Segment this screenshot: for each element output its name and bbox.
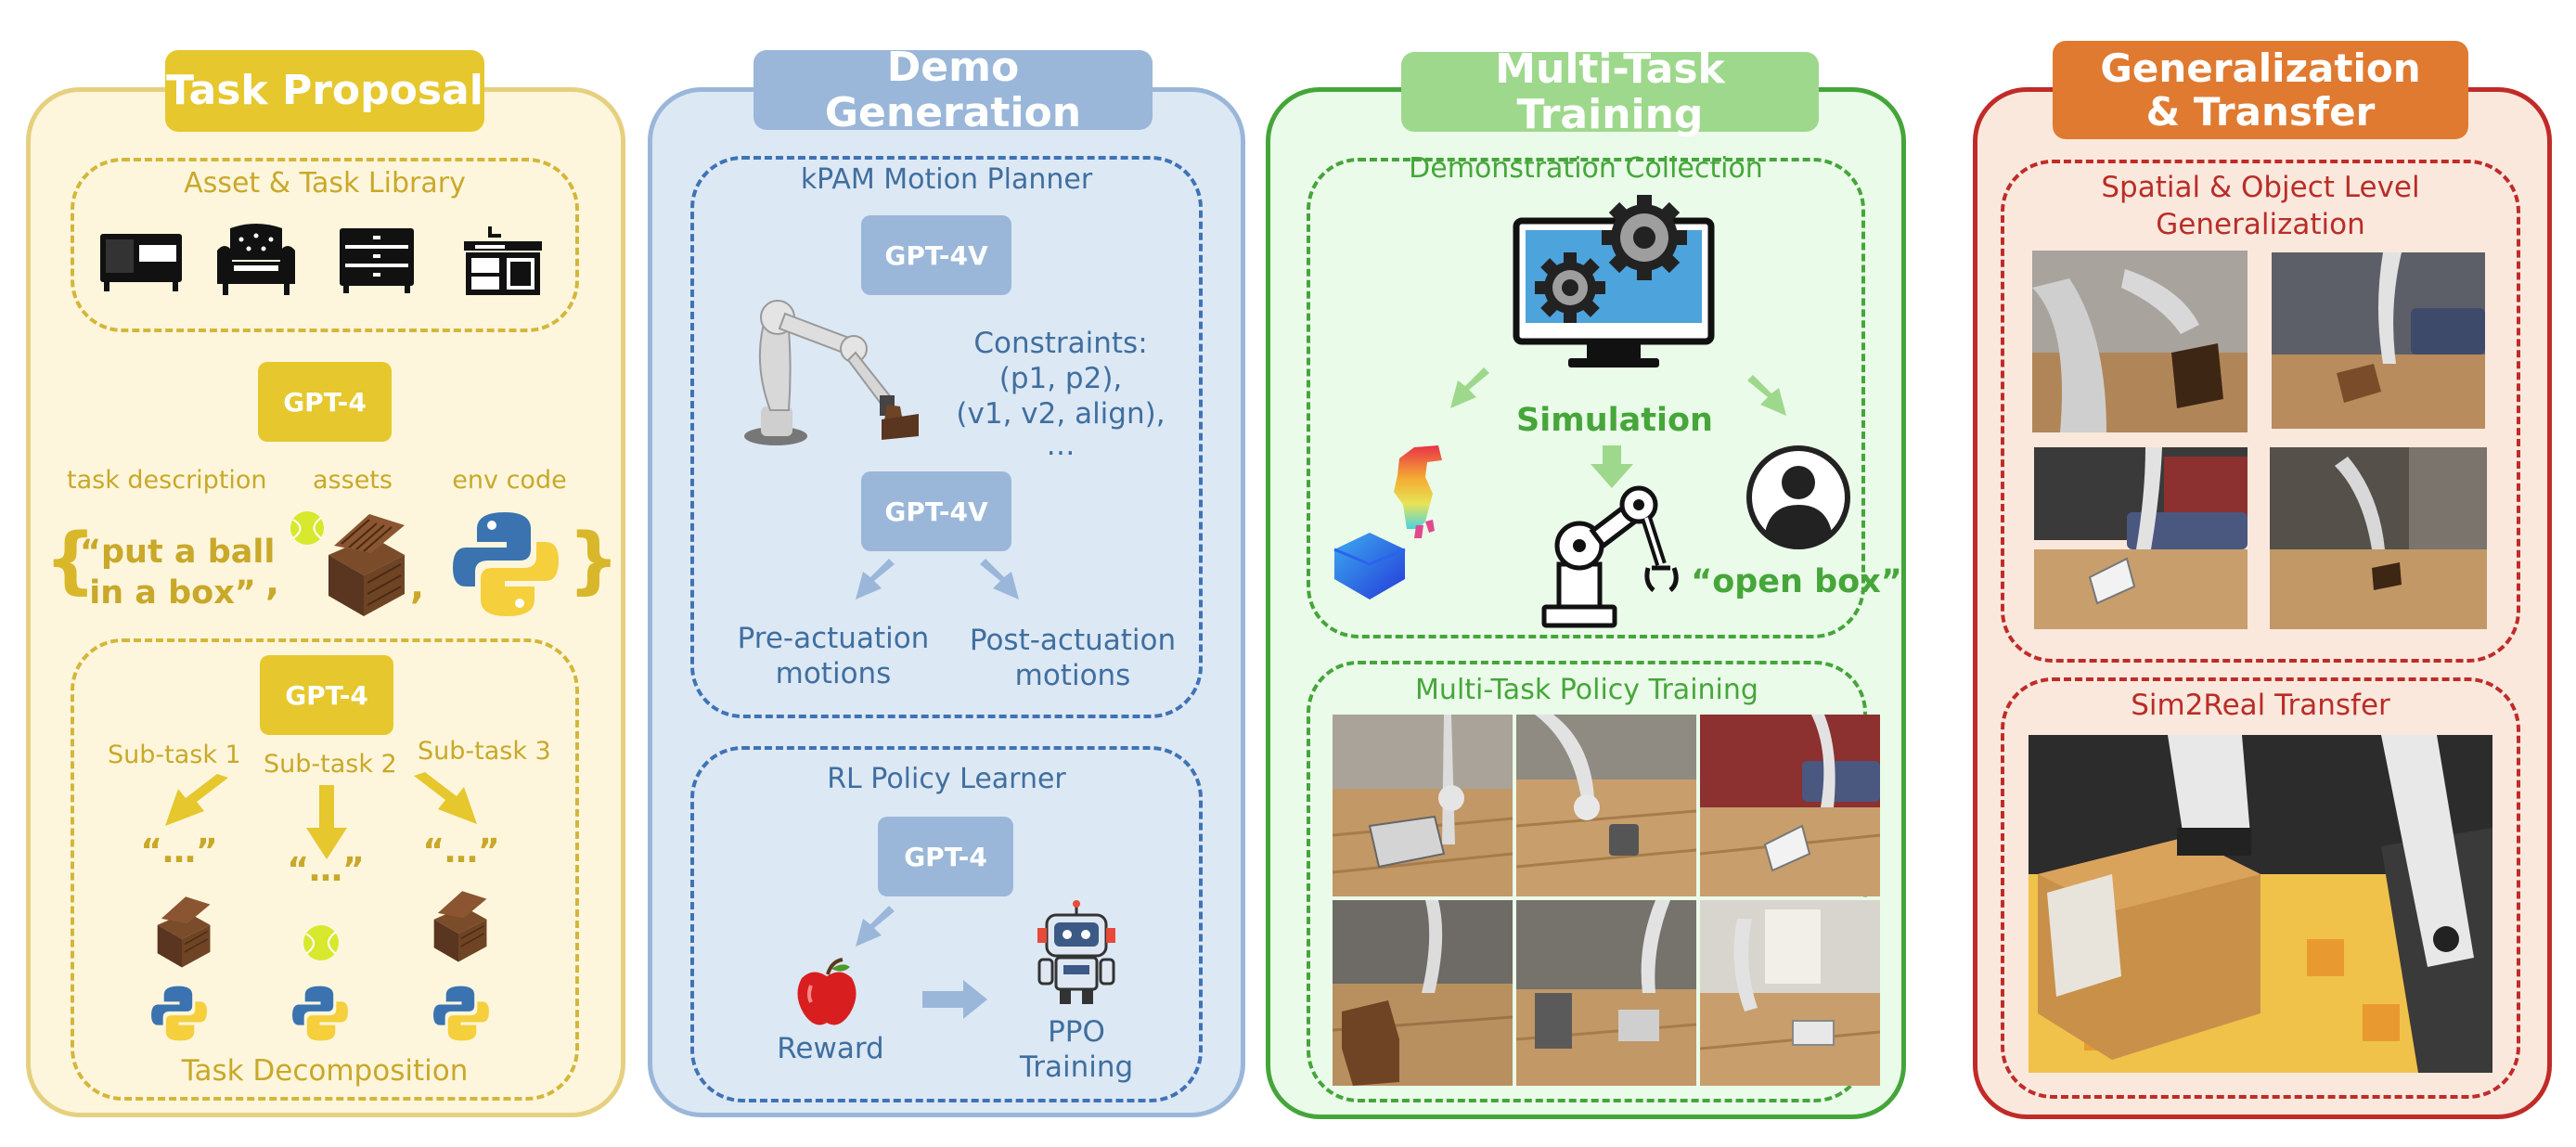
sim-frame-3 (1700, 715, 1880, 896)
user-avatar-icon (1746, 445, 1850, 549)
constraints-line1: Constraints: (973, 327, 1148, 360)
arrow-down-left-icon (165, 774, 228, 826)
task-text-line1: “put a ball (80, 534, 276, 571)
robot-arm-line-icon (1541, 485, 1679, 628)
asset-library-box (71, 158, 579, 332)
post-actuation-line1: Post-actuation (969, 624, 1177, 657)
gpt4v-top-box: GPT-4V (861, 215, 1011, 295)
gpt4v-mid-box: GPT-4V (861, 471, 1011, 551)
arrow-down-right-icon (414, 772, 477, 824)
reward-label: Reward (777, 1032, 884, 1065)
pre-actuation-line1: Pre-actuation (737, 622, 930, 655)
constraints-line4: … (1046, 429, 1075, 462)
kpam-label: kPAM Motion Planner (800, 163, 1093, 196)
assets-label: assets (313, 466, 393, 495)
post-actuation-line2: motions (1014, 659, 1131, 692)
sim2real-box (2001, 677, 2520, 1099)
point-cloud-icon (1333, 445, 1442, 599)
decomp-gpt4-box: GPT-4 (260, 655, 393, 735)
task-decomposition-label: Task Decomposition (181, 1054, 469, 1088)
gpt4-rl-box: GPT-4 (878, 817, 1013, 896)
gen-frame-3 (2034, 447, 2248, 629)
wooden-box-icon (328, 514, 405, 616)
subtask-1-box-icon (157, 896, 211, 968)
arrow-right-blue-icon (922, 980, 987, 1019)
subtask-2-quote: “…” (287, 851, 365, 889)
subtask-1-quote: “…” (140, 832, 218, 870)
arrow-down-left-blue-icon (856, 559, 895, 599)
robot-icon (1037, 900, 1115, 1004)
gen-frame-2 (2272, 252, 2485, 429)
subtask-1-python-icon (151, 986, 207, 1041)
sim-frame-2 (1516, 715, 1696, 896)
sim-frame-4 (1333, 900, 1513, 1086)
arrow-down-left-rl-icon (856, 906, 895, 947)
arrow-down-right-blue-icon (980, 559, 1019, 599)
tv-stand-icon (100, 234, 182, 291)
robot-arm-icon (744, 300, 919, 445)
constraints-line2: (p1, p2), (998, 362, 1123, 395)
task-proposal-title: Task Proposal (165, 50, 484, 132)
kpam-box (690, 156, 1203, 718)
open-box-label: “open box” (1691, 563, 1902, 600)
sim-frame-1 (1333, 715, 1513, 896)
sim-frame-6 (1700, 900, 1880, 1086)
dresser-icon (340, 228, 414, 293)
armchair-icon (217, 224, 295, 295)
subtask-1-label: Sub-task 1 (108, 741, 241, 769)
generalization-title-line2: & Transfer (2145, 89, 2376, 135)
arrow-down-green-icon (1591, 445, 1633, 488)
kitchen-sink-icon (464, 226, 542, 295)
spatial-generalization-box (2001, 160, 2520, 663)
gen-frame-1 (2032, 251, 2248, 432)
gpt4-box: GPT-4 (258, 362, 392, 442)
env-code-label: env code (452, 466, 567, 495)
policy-training-label: Multi-Task Policy Training (1415, 674, 1758, 706)
comma-2: , (410, 565, 425, 608)
gen-frame-4 (2270, 447, 2487, 629)
subtask-3-python-icon (433, 986, 489, 1041)
spatial-line2: Generalization (2156, 208, 2365, 241)
generalization-title-line1: Generalization (2100, 45, 2421, 91)
generalization-title: Generalization & Transfer (2053, 41, 2468, 139)
arrow-down-left-green-icon (1450, 367, 1489, 408)
constraints-line3: (v1, v2, align), (956, 397, 1166, 431)
brace-open: { (45, 519, 97, 602)
real-robot-photo (2029, 735, 2492, 1073)
apple-icon (797, 958, 857, 1025)
multi-task-title: Multi-Task Training (1401, 46, 1819, 137)
subtask-3-label: Sub-task 3 (418, 737, 551, 766)
subtask-3-quote: “…” (422, 832, 500, 870)
demo-collection-box (1307, 158, 1865, 638)
arrow-down-right-green-icon (1747, 375, 1786, 416)
ppo-line1: PPO (1048, 1015, 1105, 1049)
task-description-label: task description (67, 466, 267, 495)
demo-generation-title: Demo Generation (753, 45, 1153, 135)
tennis-ball-icon (290, 511, 324, 545)
rl-policy-label: RL Policy Learner (827, 763, 1066, 795)
pre-actuation-line2: motions (775, 657, 892, 690)
arrow-down-icon (306, 785, 347, 859)
spatial-line1: Spatial & Object Level (2101, 171, 2420, 204)
subtask-3-box-icon (433, 891, 487, 962)
computer-gears-icon (1513, 195, 1715, 367)
comma-1: , (265, 561, 280, 604)
brace-close: } (568, 519, 620, 602)
asset-library-label: Asset & Task Library (184, 167, 466, 200)
demo-collection-label: Demonstration Collection (1409, 152, 1763, 185)
rl-policy-box (690, 746, 1203, 1102)
task-text-line2: in a box” (89, 574, 256, 612)
sim2real-label: Sim2Real Transfer (2131, 689, 2390, 722)
simulation-label: Simulation (1516, 402, 1713, 439)
subtask-2-ball-icon (303, 925, 339, 960)
task-decomposition-box (71, 638, 579, 1101)
subtask-2-label: Sub-task 2 (264, 750, 397, 779)
python-logo-icon (453, 512, 559, 616)
subtask-2-python-icon (292, 986, 348, 1041)
ppo-line2: Training (1019, 1050, 1134, 1084)
sim-frame-5 (1516, 900, 1696, 1086)
